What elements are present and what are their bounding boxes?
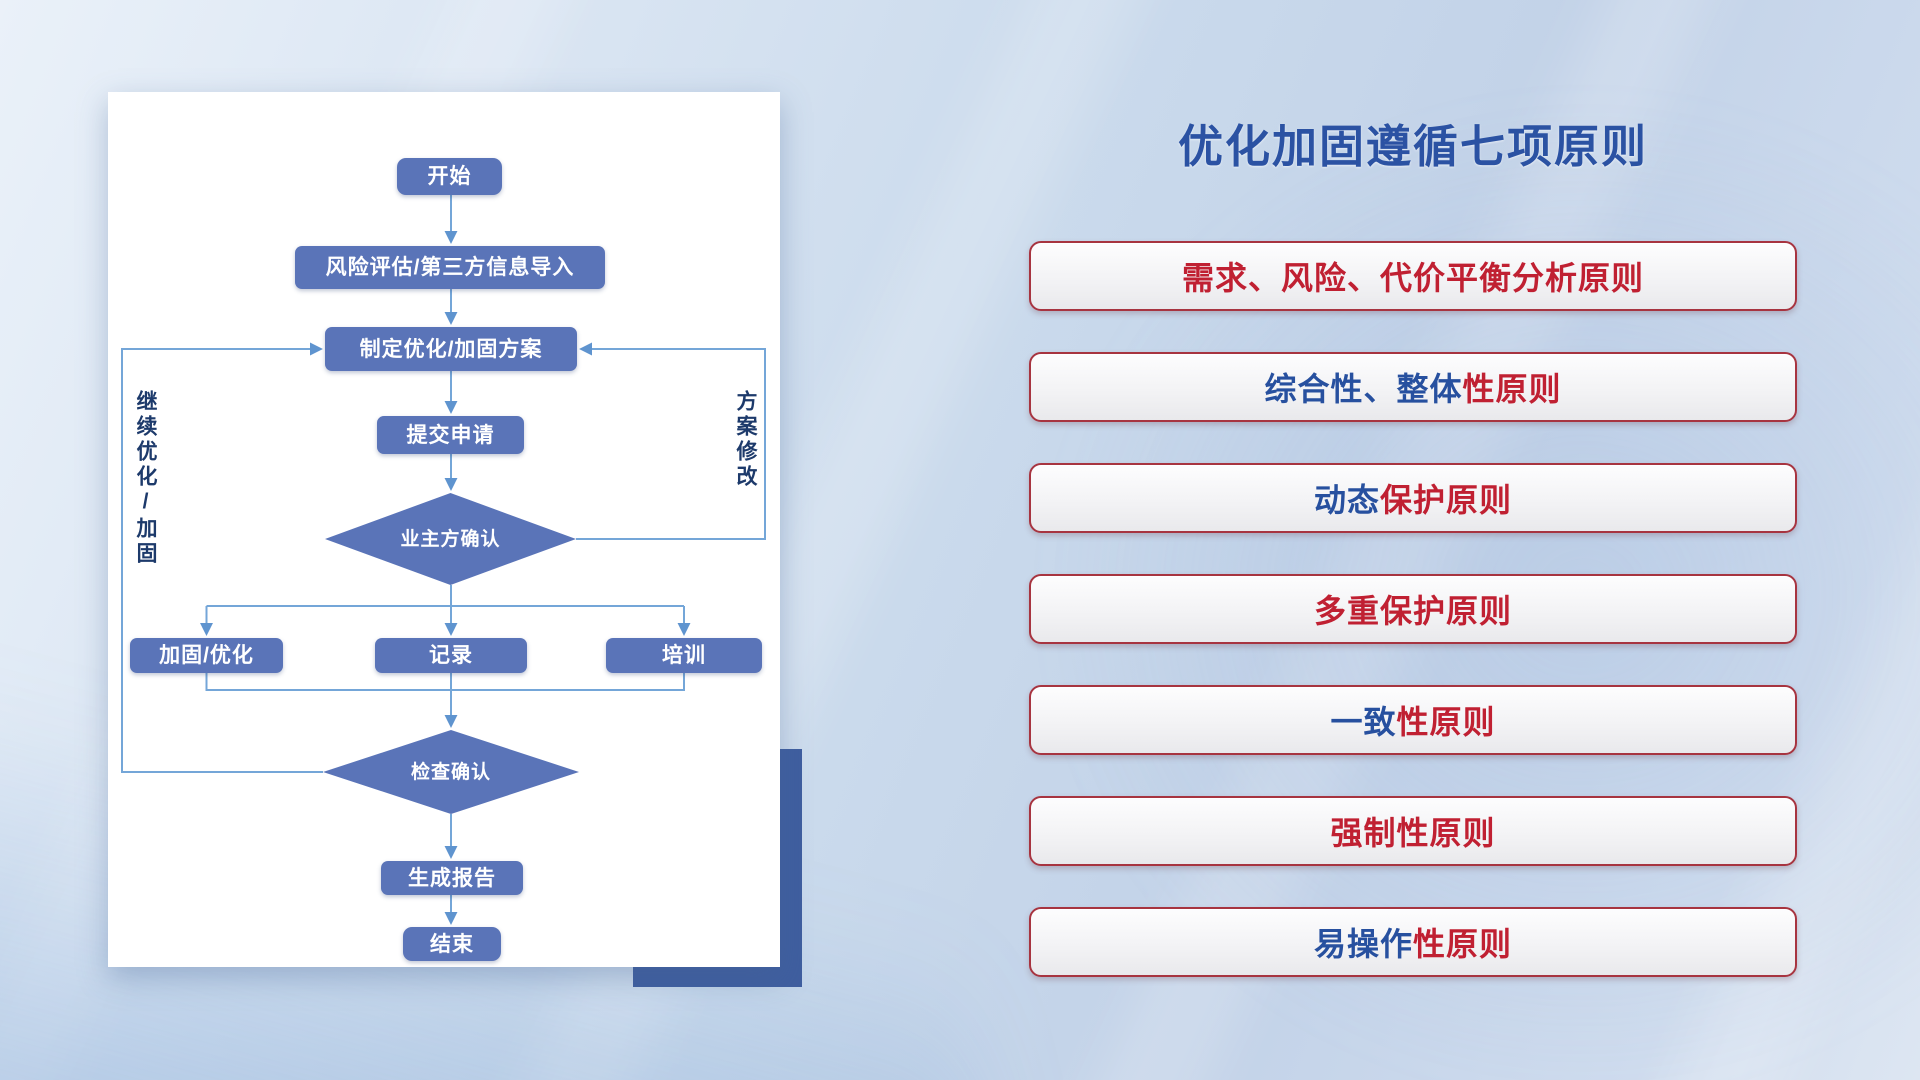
page-title: 优化加固遵循七项原则 [1177, 121, 1648, 172]
flow-node-make-plan: 制定优化/加固方案 [325, 327, 577, 371]
flow-node-record: 记录 [375, 638, 527, 673]
flow-node-generate-report: 生成报告 [381, 861, 523, 895]
principles-list: 需求、风险、代价平衡分析原则 综合性、整体性原则 动态保护原则 多重保护原则 一… [1029, 241, 1797, 977]
principle-pill-7: 易操作性原则 [1029, 907, 1797, 977]
principle-6-text-red: 强制性原则 [1330, 815, 1496, 851]
principle-pill-2: 综合性、整体性原则 [1029, 352, 1797, 422]
principle-2-text-blue: 综合性、整体 [1264, 371, 1463, 407]
principle-pill-3: 动态保护原则 [1029, 463, 1797, 533]
principle-2-text-red: 性原则 [1462, 371, 1562, 407]
flow-node-end: 结束 [403, 927, 501, 961]
principle-3-text-red: 保护原则 [1380, 482, 1513, 518]
principle-pill-5: 一致性原则 [1029, 685, 1797, 755]
flowchart-panel: 开始 风险评估/第三方信息导入 制定优化/加固方案 提交申请 业主方确认 加固/… [108, 92, 780, 967]
principle-7-text-red: 性原则 [1413, 926, 1513, 962]
flow-node-risk-assessment: 风险评估/第三方信息导入 [295, 246, 605, 289]
principle-pill-1: 需求、风险、代价平衡分析原则 [1029, 241, 1797, 311]
principle-5-text-blue: 一致 [1330, 704, 1397, 740]
flow-label-continue-optimize: 继续优化/加固 [134, 390, 157, 567]
principle-1-text-red: 需求、风险、代价平衡分析原则 [1181, 260, 1644, 296]
principle-7-text-blue: 易操作 [1313, 926, 1413, 962]
flow-node-reinforce-optimize: 加固/优化 [130, 638, 283, 673]
flow-node-submit-request: 提交申请 [377, 416, 524, 454]
principle-3-text-blue: 动态 [1313, 482, 1380, 518]
principle-4-text-red: 多重保护原则 [1313, 593, 1512, 629]
principle-5-text-red: 性原则 [1396, 704, 1496, 740]
flow-label-plan-revision: 方案修改 [734, 390, 757, 490]
principle-pill-4: 多重保护原则 [1029, 574, 1797, 644]
flow-node-training: 培训 [606, 638, 762, 673]
flow-node-start: 开始 [397, 158, 502, 195]
principle-pill-6: 强制性原则 [1029, 796, 1797, 866]
